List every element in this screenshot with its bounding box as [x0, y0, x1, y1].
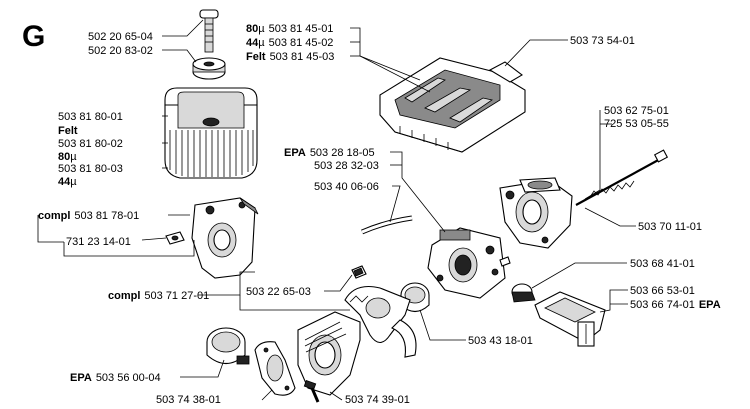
label-airfilter-80-prefix: 80 [58, 151, 70, 163]
label-filter-felt: Felt 503 81 45-03 [246, 51, 334, 63]
label-filter-44: 44µ 503 81 45-02 [246, 37, 333, 49]
lever-part [511, 283, 536, 303]
air-filter-part [164, 87, 258, 179]
label-intake: 503 74 39-01 [345, 394, 410, 404]
label-lever: 503 68 41-01 [630, 258, 695, 270]
filter-holder-part [191, 197, 259, 279]
label-epa-clamp-prefix: EPA [70, 372, 92, 384]
label-airfilter-80: 80µ [58, 151, 77, 163]
label-hose: 503 40 06-06 [314, 181, 379, 193]
label-plate-2-number: 503 66 74-01 [630, 299, 695, 311]
filter-nut-part [192, 57, 226, 80]
label-filter-80-prefix: 80 [246, 23, 258, 35]
label-filter-80-number: 503 81 45-01 [269, 23, 334, 35]
top-screw-part [199, 9, 219, 53]
filter-cover-part [379, 57, 526, 153]
label-filter-felt-prefix: Felt [246, 51, 266, 63]
label-screw-top-2: 502 20 83-02 [88, 45, 153, 57]
label-compl-holder-prefix: compl [38, 210, 70, 222]
label-filter-44-prefix: 44 [246, 37, 259, 49]
label-spring: 503 70 11-01 [638, 221, 702, 233]
bottom-screw-part [303, 379, 320, 403]
bracket-part [344, 285, 417, 358]
label-compl-bracket: compl 503 71 27-01 [108, 290, 209, 302]
label-airfilter-80-unit: µ [70, 151, 77, 163]
label-airfilter-44-prefix: 44 [58, 176, 71, 188]
label-compl-bracket-prefix: compl [108, 290, 140, 302]
label-filter-80-unit: µ [258, 23, 265, 35]
label-gasket: 503 74 38-01 [156, 394, 221, 404]
label-compl-holder-number: 503 81 78-01 [74, 210, 139, 222]
hose-clamp-part [206, 327, 250, 365]
label-epa-clamp-number: 503 56 00-04 [96, 372, 161, 384]
section-letter: G [22, 20, 45, 53]
label-airfilter-felt: Felt [58, 125, 78, 137]
label-filter-44-unit: µ [258, 37, 265, 49]
label-filter-felt-number: 503 81 45-03 [270, 51, 335, 63]
label-airfilter-1: 503 81 80-01 [58, 111, 123, 123]
label-nut: 731 23 14-01 [66, 236, 131, 248]
carburetor-part [427, 227, 511, 299]
label-airfilter-3: 503 81 80-03 [58, 163, 123, 175]
label-airfilter-44-unit: µ [70, 176, 77, 188]
small-nut-part [165, 231, 185, 245]
leader-lines [37, 19, 636, 401]
label-block: 503 22 65-03 [246, 286, 311, 298]
label-epa-carb-prefix: EPA [284, 147, 306, 159]
label-rod-1: 503 62 75-01 [604, 105, 669, 117]
label-gasket-ring: 503 43 18-01 [468, 335, 533, 347]
label-rod-2: 725 53 05-55 [604, 118, 669, 130]
label-epa-carb: EPA 503 28 18-05 [284, 147, 375, 159]
label-compl-bracket-number: 503 71 27-01 [144, 290, 209, 302]
intake-gasket-part [254, 341, 296, 396]
label-plate-2: 503 66 74-01 EPA [630, 299, 721, 311]
label-epa-carb-number: 503 28 18-05 [310, 147, 375, 159]
carb-adapter-part [499, 177, 573, 249]
label-airfilter-44: 44µ [58, 176, 77, 188]
label-compl-holder: compl 503 81 78-01 [38, 210, 139, 222]
side-plate-part [534, 291, 606, 347]
label-cover: 503 73 54-01 [570, 35, 635, 47]
label-plate-1: 503 66 53-01 [630, 285, 695, 297]
small-block-part [351, 265, 367, 279]
label-screw-top-1: 502 20 65-04 [88, 31, 153, 43]
rod-spring-part [575, 149, 669, 206]
label-airfilter-2: 503 81 80-02 [58, 138, 123, 150]
label-filter-80: 80µ 503 81 45-01 [246, 23, 333, 35]
label-filter-44-number: 503 81 45-02 [269, 37, 334, 49]
fuel-hose-part [361, 215, 413, 235]
label-carb: 503 28 32-03 [314, 160, 379, 172]
intake-manifold-part [297, 311, 361, 396]
label-epa-clamp: EPA 503 56 00-04 [70, 372, 161, 384]
label-plate-2-suffix: EPA [699, 299, 721, 311]
